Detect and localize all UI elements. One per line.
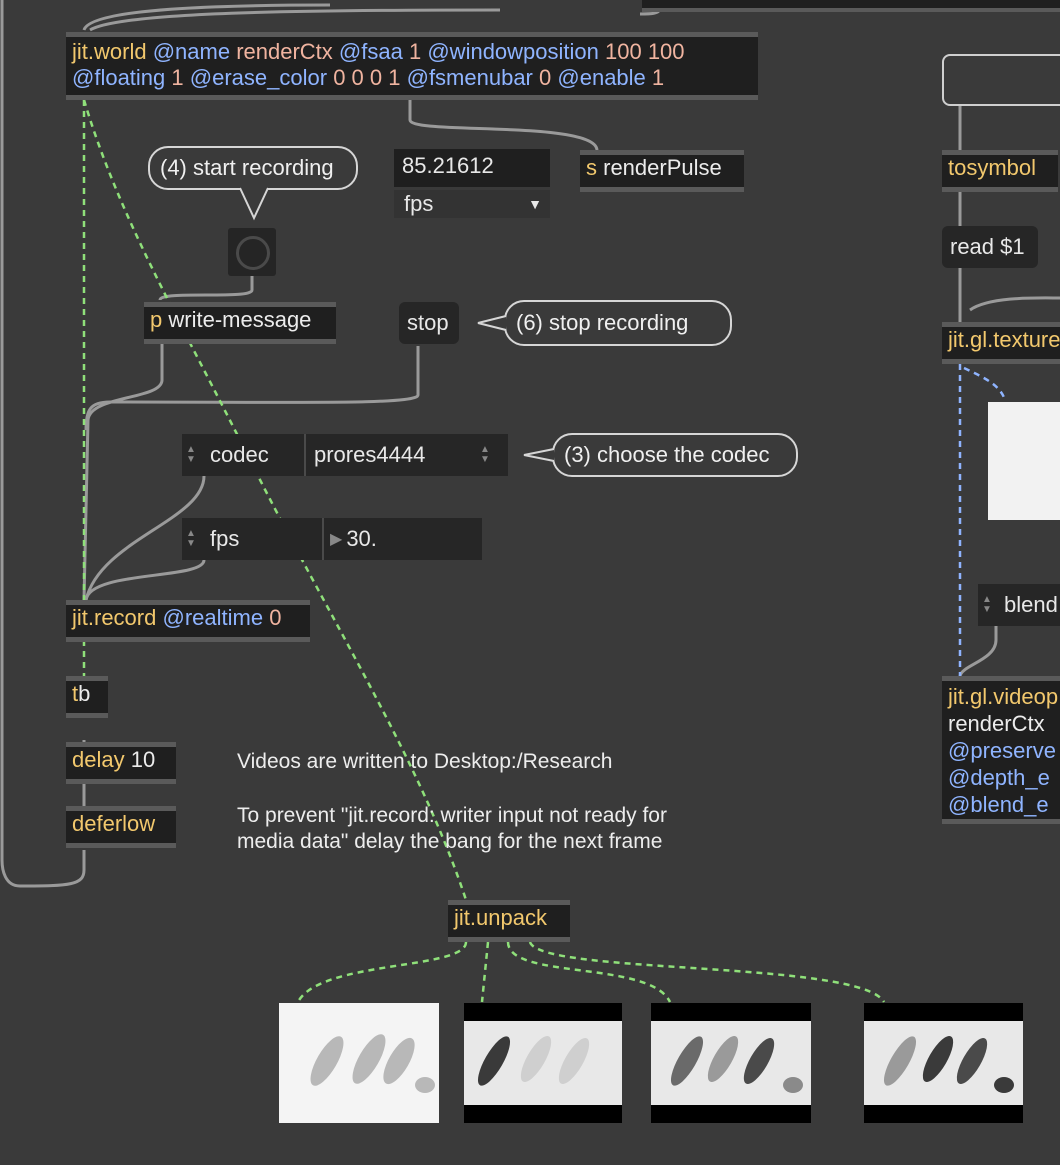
comment-choose-codec: (3) choose the codec [552,433,798,477]
comment-note-output: Videos are written to Desktop:/Research [237,749,612,775]
attr-value: 0 [539,65,552,90]
message-text: stop [407,310,449,335]
attr-fsaa: @fsaa [338,39,403,64]
attr-value: renderCtx [236,39,333,64]
object-class-name: delay [72,747,125,772]
object-arg: renderCtx [948,711,1045,736]
object-class-name: tosymbol [948,155,1037,180]
attr-value: 0 0 0 1 [333,65,401,90]
texture-preview[interactable] [988,402,1060,520]
jit-gl-videoplane-object[interactable]: jit.gl.videop renderCtx @preserve @depth… [942,676,1060,824]
comment-pointer [477,315,507,331]
object-class-name: jit.unpack [454,905,547,930]
jit-record-object[interactable]: jit.record @realtime 0 [66,600,310,642]
attr-floating: @floating [72,65,166,90]
attr-label: blend [1004,592,1058,617]
object-arg: b [78,681,91,706]
write-message-subpatch[interactable]: p write-message [144,302,336,344]
object-class-name: jit.world [72,39,147,64]
attr-realtime: @realtime [162,605,264,630]
preview-image [464,1021,622,1105]
comment-note-delay: To prevent "jit.record: writer input not… [237,803,667,855]
comment-stop-recording: (6) stop recording [504,300,732,346]
attr-value: 1 [651,65,665,90]
trigger-object[interactable]: tb [66,676,108,718]
read-message[interactable]: read $1 [942,226,1038,268]
jit-pwindow-plane-1[interactable] [464,1003,622,1123]
comment-text: (6) stop recording [516,310,689,335]
note-text: To prevent "jit.record: writer input not… [237,804,667,827]
note-text: media data" delay the bang for the next … [237,830,663,853]
chevron-down-icon: ▼ [528,196,542,212]
jit-gl-texture-object[interactable]: jit.gl.texture [942,322,1060,364]
object-class-name: s [586,155,597,180]
jit-world-object[interactable]: jit.world @name renderCtx @fsaa 1 @windo… [66,32,758,100]
top-partial-object[interactable] [642,0,1060,12]
attr-value[interactable]: prores4444 [314,442,426,467]
comment-text: (3) choose the codec [564,442,770,467]
stop-message[interactable]: stop [399,302,459,344]
attr-label: codec [210,442,269,467]
stepper-arrows-icon: ▲▼ [982,594,992,615]
attr-label: fps [210,526,240,551]
attr-value: 1 [171,65,184,90]
attr-erase-color: @erase_color [189,65,328,90]
fps-number-value: 85.21612 [402,153,494,178]
bang-button[interactable] [228,228,276,276]
attr-depth: @depth_e [948,765,1050,790]
comment-pointer [523,448,555,462]
stepper-arrows-icon: ▲▼ [186,528,196,549]
stepper-arrows-icon: ▲▼ [186,444,196,465]
preview-image [864,1021,1023,1105]
jit-pwindow-plane-2[interactable] [651,1003,811,1123]
message-text: read $1 [950,234,1025,259]
divider [304,434,306,476]
delay-object[interactable]: delay 10 [66,742,176,784]
attr-blend: @blend_e [948,792,1049,817]
object-class-name: jit.gl.texture [948,327,1060,352]
preview-image [310,1034,435,1093]
object-class-name: p [150,307,163,332]
attr-preserve: @preserve [948,738,1056,763]
object-arg: write-message [168,307,312,332]
object-class-name: jit.record [72,605,157,630]
jit-world-line-2: @floating 1 @erase_color 0 0 0 1 @fsmenu… [72,65,752,91]
attr-value[interactable]: 30. [346,526,377,551]
umenu-label: fps [404,191,434,216]
play-triangle-icon: ▶ [330,531,343,548]
attr-value: 1 [408,39,422,64]
deferlow-object[interactable]: deferlow [66,806,176,848]
jit-world-line-1: jit.world @name renderCtx @fsaa 1 @windo… [72,39,752,65]
attr-value: 100 100 [605,39,685,64]
object-arg: renderPulse [603,155,722,180]
codec-attrui[interactable]: ▲▼ codec prores4444 ▲▼ [182,434,508,476]
object-class-name: deferlow [72,811,156,836]
send-renderpulse-object[interactable]: s renderPulse [580,150,744,192]
jit-unpack-object[interactable]: jit.unpack [448,900,570,942]
blend-attrui[interactable]: ▲▼ blend [978,584,1060,626]
comment-start-recording: (4) start recording [148,146,358,190]
object-class-name: jit.gl.videop [948,684,1059,709]
stepper-arrows-icon: ▲▼ [480,444,490,465]
comment-text: (4) start recording [160,155,334,180]
bubble-pointer [239,187,269,221]
jit-pwindow-plane-0[interactable] [279,1003,439,1123]
note-text: Videos are written to Desktop:/Research [237,750,613,773]
tosymbol-object[interactable]: tosymbol [942,150,1058,192]
attr-fsmenubar: @fsmenubar [406,65,533,90]
attr-name: @name [152,39,231,64]
object-arg: 10 [130,747,156,772]
bang-circle-icon [236,236,270,270]
jit-pwindow-plane-3[interactable] [864,1003,1023,1123]
preview-image [651,1021,811,1105]
attr-enable: @enable [557,65,646,90]
attr-windowposition: @windowposition [427,39,599,64]
fps-number-box[interactable]: 85.21612 [394,149,550,187]
attr-value: 0 [269,605,282,630]
fps-attrui[interactable]: ▲▼ fps ▶ 30. [182,518,482,560]
empty-message-box[interactable] [942,54,1060,106]
divider [322,518,324,560]
fps-umenu[interactable]: fps ▼ [394,190,550,218]
